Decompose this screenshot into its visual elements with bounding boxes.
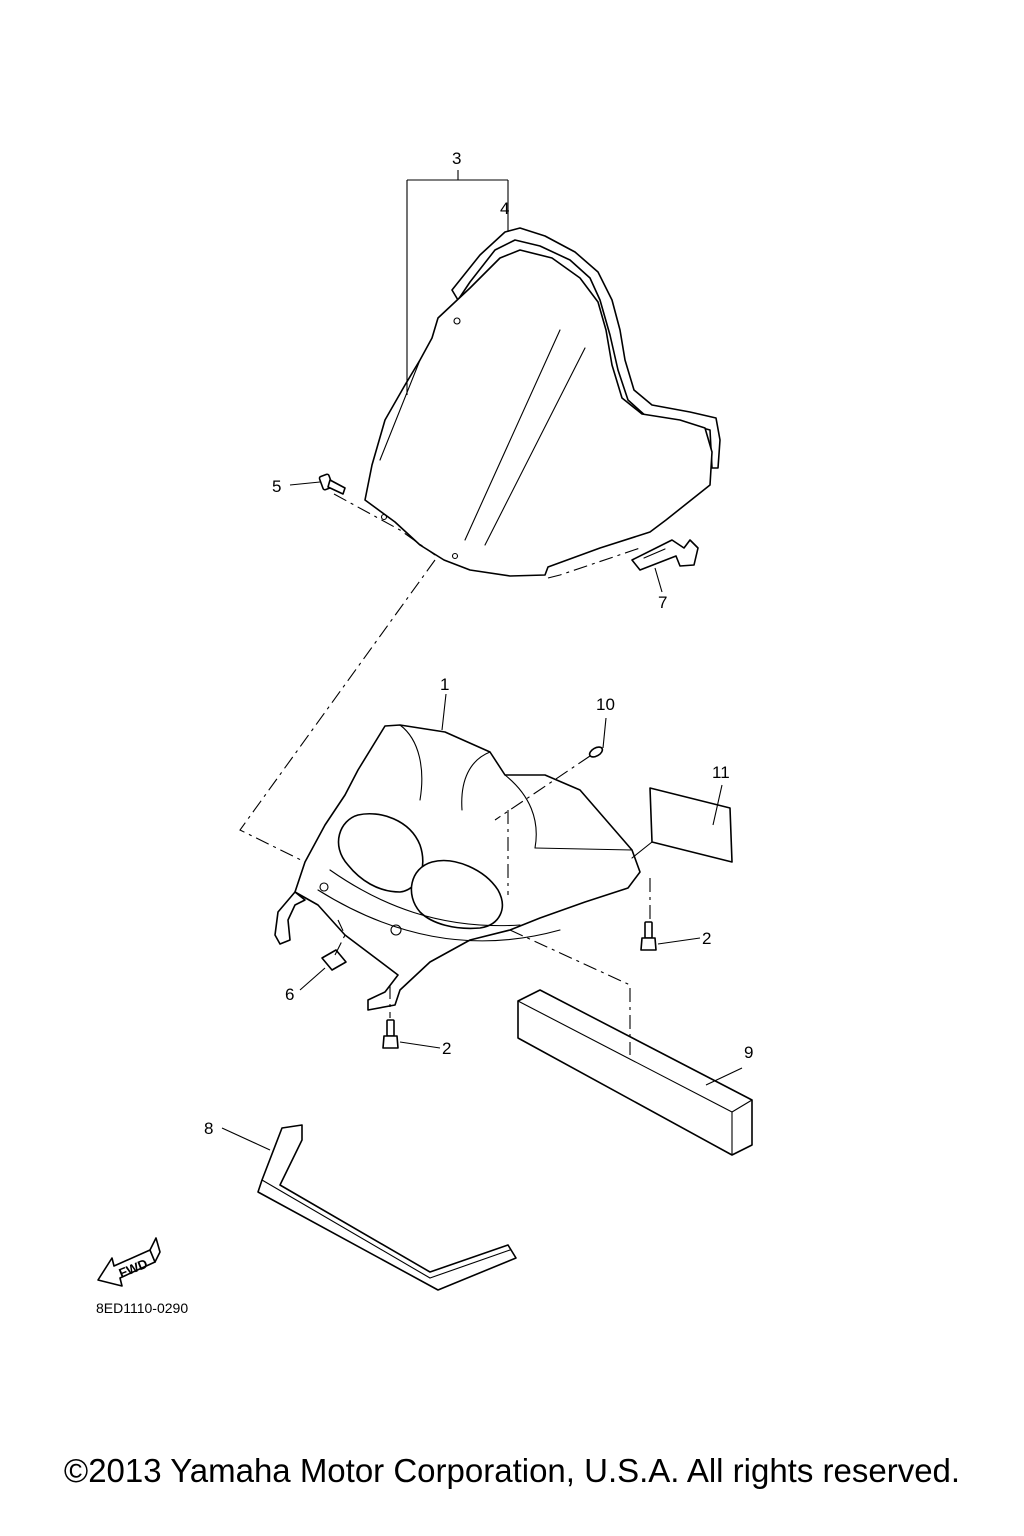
windshield — [364, 249, 713, 577]
callout-7: 7 — [658, 593, 667, 612]
clip-7 — [547, 539, 699, 593]
callout-5: 5 — [272, 477, 281, 496]
callout-1: 1 — [440, 675, 449, 694]
callout-11: 11 — [712, 763, 730, 782]
windshield-reflection — [484, 347, 586, 546]
bolt-2-right — [640, 878, 701, 951]
bolt-2-left — [382, 985, 441, 1049]
windshield-hole — [453, 317, 461, 325]
callout-8: 8 — [204, 1119, 213, 1138]
emblem-10 — [494, 717, 607, 821]
foam-block-9 — [507, 810, 753, 1156]
callout-2: 2 — [442, 1039, 451, 1058]
cowl — [274, 724, 641, 1011]
callout-4: 4 — [500, 199, 509, 218]
group-3-bracket — [406, 170, 509, 395]
windshield-trim — [451, 227, 721, 469]
windshield-reflection — [464, 329, 561, 541]
callout-3: 3 — [452, 149, 461, 168]
grommet-6 — [299, 919, 347, 991]
callout-2: 2 — [702, 929, 711, 948]
decal-11 — [631, 784, 733, 863]
windshield-assembly — [364, 227, 721, 577]
cowl-gauge-window-left — [337, 813, 424, 893]
callout-6: 6 — [285, 985, 294, 1004]
windshield-hole — [451, 552, 459, 560]
cowl-front-lip — [274, 891, 306, 945]
callout-10: 10 — [596, 695, 615, 714]
windshield-hole — [380, 513, 388, 521]
copyright-notice: ©2013 Yamaha Motor Corporation, U.S.A. A… — [63, 1452, 961, 1489]
screw-5 — [289, 473, 436, 556]
fwd-arrow-icon: FWD — [97, 1237, 161, 1287]
callout-9: 9 — [744, 1043, 753, 1062]
assembly-line — [239, 559, 436, 863]
diagram-code: 8ED1110-0290 — [96, 1300, 188, 1316]
windshield-reflection — [379, 359, 421, 461]
cowl-gauge-window-right — [410, 859, 504, 930]
seal-strip-8 — [221, 1124, 517, 1291]
fwd-label: FWD — [117, 1256, 150, 1281]
